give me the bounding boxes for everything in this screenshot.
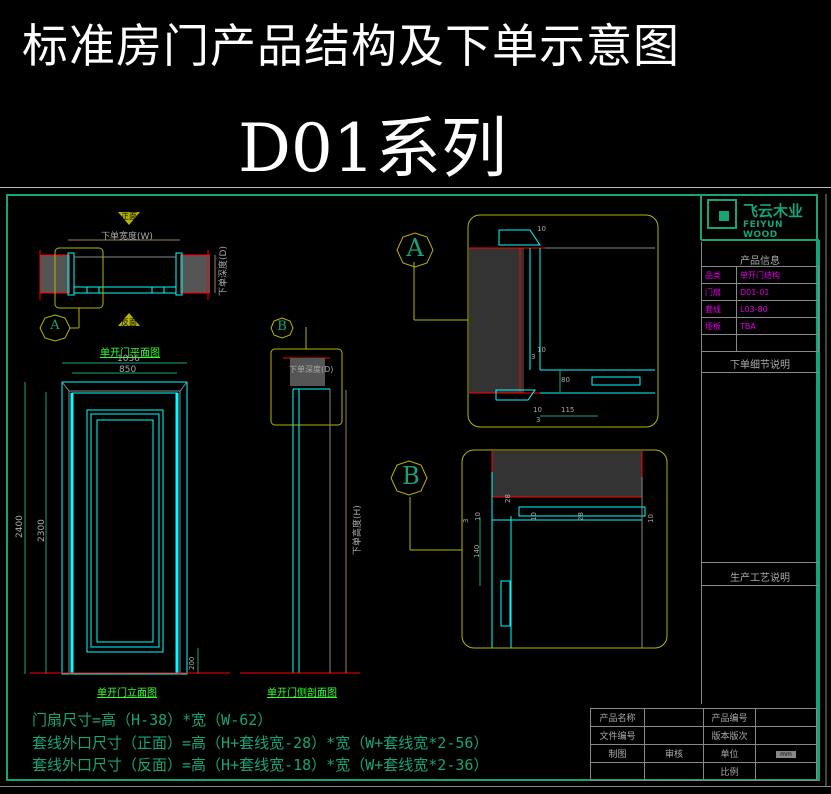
info-value: D01-01 <box>736 283 819 301</box>
drawing-title: 标准房门产品结构及下单示意图 <box>22 19 680 73</box>
detail-a-dim: 3 <box>536 416 541 424</box>
detail-a-dim: 10 <box>537 225 546 233</box>
version-label: 版本版次 <box>703 726 756 745</box>
formula-casing-back: 套线外口尺寸（反面）=高（H+套线宽-18）*宽（W+套线宽*2-36） <box>32 756 489 774</box>
detail-b-dim: 140 <box>473 544 481 558</box>
dim-inner-width: 850 <box>119 365 137 375</box>
formula-door-leaf: 门扇尺寸=高（H-38）*宽（W-62） <box>32 711 273 729</box>
logo-name-en: FEIYUN WOOD <box>743 220 784 240</box>
section-view <box>240 317 360 674</box>
dim-inner-height: 2300 <box>37 519 47 542</box>
callout-a-detail: A <box>406 234 424 262</box>
info-value: TBA <box>736 317 819 335</box>
callout-a-plan: A <box>50 318 60 333</box>
order-notes-heading: 下单细节说明 <box>730 360 790 371</box>
info-key: 门扇 <box>701 283 737 301</box>
drawn-value <box>590 762 645 781</box>
detail-a-dim: 10 <box>537 346 546 354</box>
logo-name-cn: 飞云木业 <box>743 202 804 220</box>
product-name-label: 产品名称 <box>590 708 645 727</box>
title-block: 产品名称 产品编号 文件编号 版本版次 制图 审核 单位 mm 比例 <box>590 708 817 781</box>
company-logo: 飞云木业 FEIYUN WOOD <box>703 196 818 240</box>
drawn-label: 制图 <box>590 744 645 763</box>
info-value <box>736 334 819 352</box>
wall-right <box>180 255 210 293</box>
info-key: 品类 <box>701 266 737 284</box>
doc-no-value <box>644 726 704 745</box>
process-notes-heading: 生产工艺说明 <box>730 573 790 584</box>
detail-a-dim: 3 <box>531 353 536 361</box>
version-value <box>755 726 817 745</box>
divider <box>701 372 819 373</box>
product-no-value <box>755 708 817 727</box>
unit-value: mm <box>755 744 817 763</box>
product-info-heading: 产品信息 <box>740 256 780 267</box>
front-tag: 正面 <box>121 212 137 221</box>
detail-a-dim: 115 <box>561 406 575 414</box>
info-value: L03-80 <box>736 300 819 318</box>
detail-b-dim: 28 <box>504 494 512 503</box>
info-row: 品类单开门结构 <box>701 266 819 284</box>
detail-a-dim: 10 <box>533 406 542 414</box>
detail-b-dim: 10 <box>474 512 482 521</box>
scale-value <box>755 762 817 781</box>
detail-a-dim: 80 <box>561 376 570 384</box>
dim-outer-width: 1036 <box>117 354 140 364</box>
dim-base-height: 200 <box>188 656 196 670</box>
section-depth-label: 下单深度(D) <box>289 365 334 374</box>
info-row <box>701 334 819 352</box>
plan-view <box>39 212 216 342</box>
info-value: 单开门结构 <box>736 266 819 284</box>
info-panel <box>701 242 820 704</box>
back-tag: 反面 <box>121 318 137 327</box>
divider <box>0 187 831 188</box>
divider <box>0 786 831 787</box>
info-key <box>701 334 737 352</box>
info-key: 垭板 <box>701 317 737 335</box>
detail-b-dim: 28 <box>577 512 585 521</box>
unit-label: 单位 <box>703 744 756 763</box>
logo-mark-icon <box>707 199 737 229</box>
formula-casing-front: 套线外口尺寸（正面）=高（H+套线宽-28）*宽（W+套线宽*2-56） <box>32 734 489 752</box>
product-no-label: 产品编号 <box>703 708 756 727</box>
doc-no-label: 文件编号 <box>590 726 645 745</box>
callout-b-section: B <box>277 319 287 334</box>
section-caption: 单开门侧剖面图 <box>267 688 337 699</box>
order-height-label: 下单高度(H) <box>353 505 363 555</box>
info-key: 套线 <box>701 300 737 318</box>
scale-label: 比例 <box>703 762 756 781</box>
divider <box>701 585 819 586</box>
detail-b-dim: 10 <box>530 512 538 521</box>
review-value <box>644 762 704 781</box>
plan-view-caption: 单开门平面图 <box>100 348 160 359</box>
divider <box>701 562 819 563</box>
callout-b-detail: B <box>402 462 420 490</box>
drawing-frame <box>6 194 818 781</box>
order-width-label: 下单宽度(W) <box>101 232 153 242</box>
detail-a <box>396 214 659 428</box>
review-label: 审核 <box>644 744 704 763</box>
order-depth-label: 下单深度(D) <box>219 246 229 296</box>
elevation-caption: 单开门立面图 <box>97 688 157 699</box>
detail-b <box>390 449 668 649</box>
series-title: D01系列 <box>238 110 507 187</box>
elevation-view <box>24 362 230 675</box>
product-name-value <box>644 708 704 727</box>
detail-b-dim: 10 <box>647 514 655 523</box>
dim-outer-height: 2400 <box>15 515 25 538</box>
detail-b-dim: 3 <box>462 518 470 523</box>
